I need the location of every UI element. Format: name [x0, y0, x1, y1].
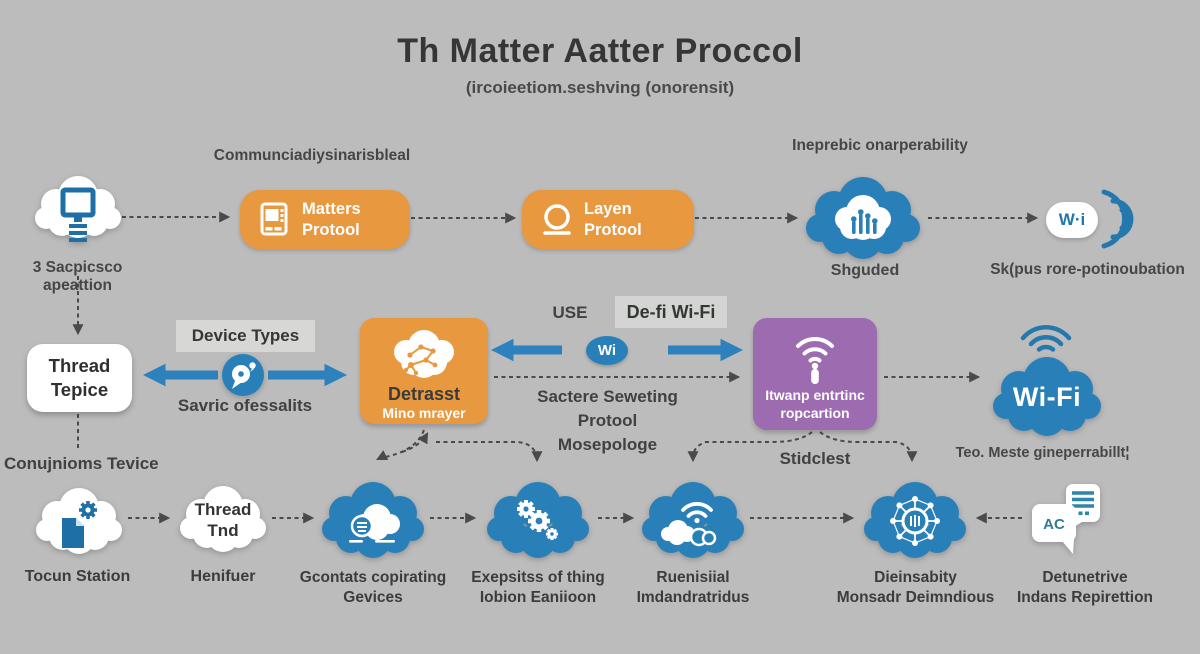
henifuer-caption: Henifuer	[190, 568, 256, 585]
contats-caption-line1: Gcontats copirating	[299, 569, 447, 586]
detunetrive-caption: Detunetrive Indans Repirettion	[1005, 568, 1165, 608]
token-station-cloud-icon	[36, 488, 122, 554]
ac-bubble-icon	[1032, 504, 1076, 554]
wi-badge-text: Wi	[597, 342, 617, 359]
dieinsabity-caption: Dieinsabity Monsadr Deimndious	[828, 568, 1003, 608]
wi-pill: W·i	[1046, 202, 1098, 238]
detrasst-line1: Detrasst	[387, 384, 461, 404]
expsitss-caption-line1: Exepsitss of thing	[471, 569, 605, 586]
device-types-label: Device Types	[176, 320, 315, 352]
monitor-icon	[60, 187, 96, 242]
center-protocol-text: Sactere Seweting Protool Mosepologe	[490, 385, 725, 457]
expsitss-caption-line2: Iobion Eaniioon	[479, 589, 597, 606]
purple-wifi-box: Itwanp entrtinc ropcartion	[753, 318, 877, 430]
shguded-caption: Shguded	[830, 262, 900, 279]
page-subtitle: (ircoieetiom.seshving (onorensit)	[465, 78, 735, 97]
ruenisiial-caption: Ruenisiial Imdandratridus	[628, 568, 758, 608]
wifi-waves-right-icon	[1101, 189, 1134, 249]
layen-box-line2: Protool	[584, 220, 642, 239]
thread-box-line2: Tepice	[50, 379, 109, 400]
center-text-line2: Protool	[577, 411, 638, 430]
wifi-cloud-label: Wi-Fi	[1012, 382, 1082, 412]
speech-bubbles-icon	[1032, 484, 1100, 554]
detunetrive-caption-line2: Indans Repirettion	[1016, 589, 1154, 606]
purple-box-line2: ropcartion	[780, 405, 850, 421]
thread-device-box: Thread Tepice	[27, 344, 132, 412]
thread-tnd-cloud-icon	[180, 486, 266, 552]
center-text-line3: Mosepologe	[557, 435, 658, 454]
contats-caption-line2: Gevices	[343, 589, 403, 606]
detunetrive-caption-line1: Detunetrive	[1042, 569, 1128, 586]
wi-badge: Wi	[586, 336, 628, 365]
wi-pill-caption: Sk(pus rore-potinoubation	[990, 261, 1185, 278]
wifi-cloud-icon	[993, 357, 1101, 436]
service-caption: Savric ofessalits	[177, 396, 313, 415]
matters-box-line2: Protool	[302, 220, 360, 239]
ruenisiial-caption-line1: Ruenisiial	[656, 569, 730, 586]
matters-box-line1: Matters	[302, 199, 361, 218]
cloud-coin-icon	[349, 504, 400, 543]
layen-box-line1: Layen	[584, 199, 632, 218]
device-cloud-icon	[35, 176, 121, 242]
purple-box-line1: Itwanp entrtinc	[765, 387, 865, 403]
dieinsabity-caption-line2: Monsadr Deimndious	[836, 589, 995, 606]
thread-tnd-line1: Thread	[194, 500, 252, 519]
wifi-person-icon	[796, 336, 834, 384]
thread-tnd-line2: Tnd	[207, 521, 239, 540]
defi-wifi-text: De-fi Wi-Fi	[626, 301, 716, 322]
network-molecule-icon	[890, 496, 940, 546]
page-title: Th Matter Aatter Proccol	[397, 32, 803, 70]
dieinsabity-caption-line1: Dieinsabity	[874, 569, 957, 586]
use-label: USE	[552, 303, 588, 322]
detrasst-line2: Mino mrayer	[382, 405, 466, 421]
row1-left-label: Communciadiysinarisbleal	[213, 147, 411, 164]
device-types-text: Device Types	[191, 326, 300, 345]
conujnioms-caption: Conujnioms Tevice	[4, 454, 159, 473]
stidclest-label: Stidclest	[779, 449, 851, 468]
cloud-network-icon	[394, 330, 454, 378]
detrasst-box: Detrasst Mino mrayer	[360, 318, 488, 424]
center-text-line1: Sactere Seweting	[537, 387, 678, 406]
row1-right-label: Ineprebic onarperability	[792, 137, 968, 154]
token-station-caption: Tocun Station	[24, 568, 131, 585]
signal-bars-icon	[851, 209, 878, 234]
wifi-clouds-cloud-icon	[642, 482, 744, 558]
expsitss-caption: Exepsitss of thing Iobion Eaniioon	[465, 568, 611, 608]
contats-caption: Gcontats copirating Gevices	[295, 568, 451, 608]
thread-box-line1: Thread	[48, 355, 111, 376]
chat-bubble-circle-icon	[222, 354, 264, 396]
molecule-cloud-icon	[864, 482, 966, 558]
gears-icon	[517, 500, 558, 540]
wi-pill-label: W·i	[1058, 210, 1086, 229]
defi-wifi-label: De-fi Wi-Fi	[615, 296, 727, 328]
document-gear-icon	[62, 501, 97, 548]
ring-icon	[543, 203, 571, 235]
wifi-cloud-caption: Teo. Meste gineperrabillt¦	[955, 445, 1130, 461]
contats-cloud-icon	[322, 482, 424, 558]
wifi-small-clouds-icon	[661, 502, 717, 547]
device-protocol-icon	[260, 202, 288, 235]
thread-tnd-text: Thread Tnd	[176, 499, 270, 541]
device-cloud-caption: 3 Sacpicsco apeattion	[32, 259, 123, 294]
wifi-waves-up-icon	[1020, 325, 1072, 352]
ruenisiial-caption-line2: Imdandratridus	[636, 589, 750, 606]
shguded-cloud-icon	[806, 177, 920, 259]
ac-bubble-text: AC	[1043, 516, 1065, 533]
gears-cloud-icon	[487, 482, 589, 558]
